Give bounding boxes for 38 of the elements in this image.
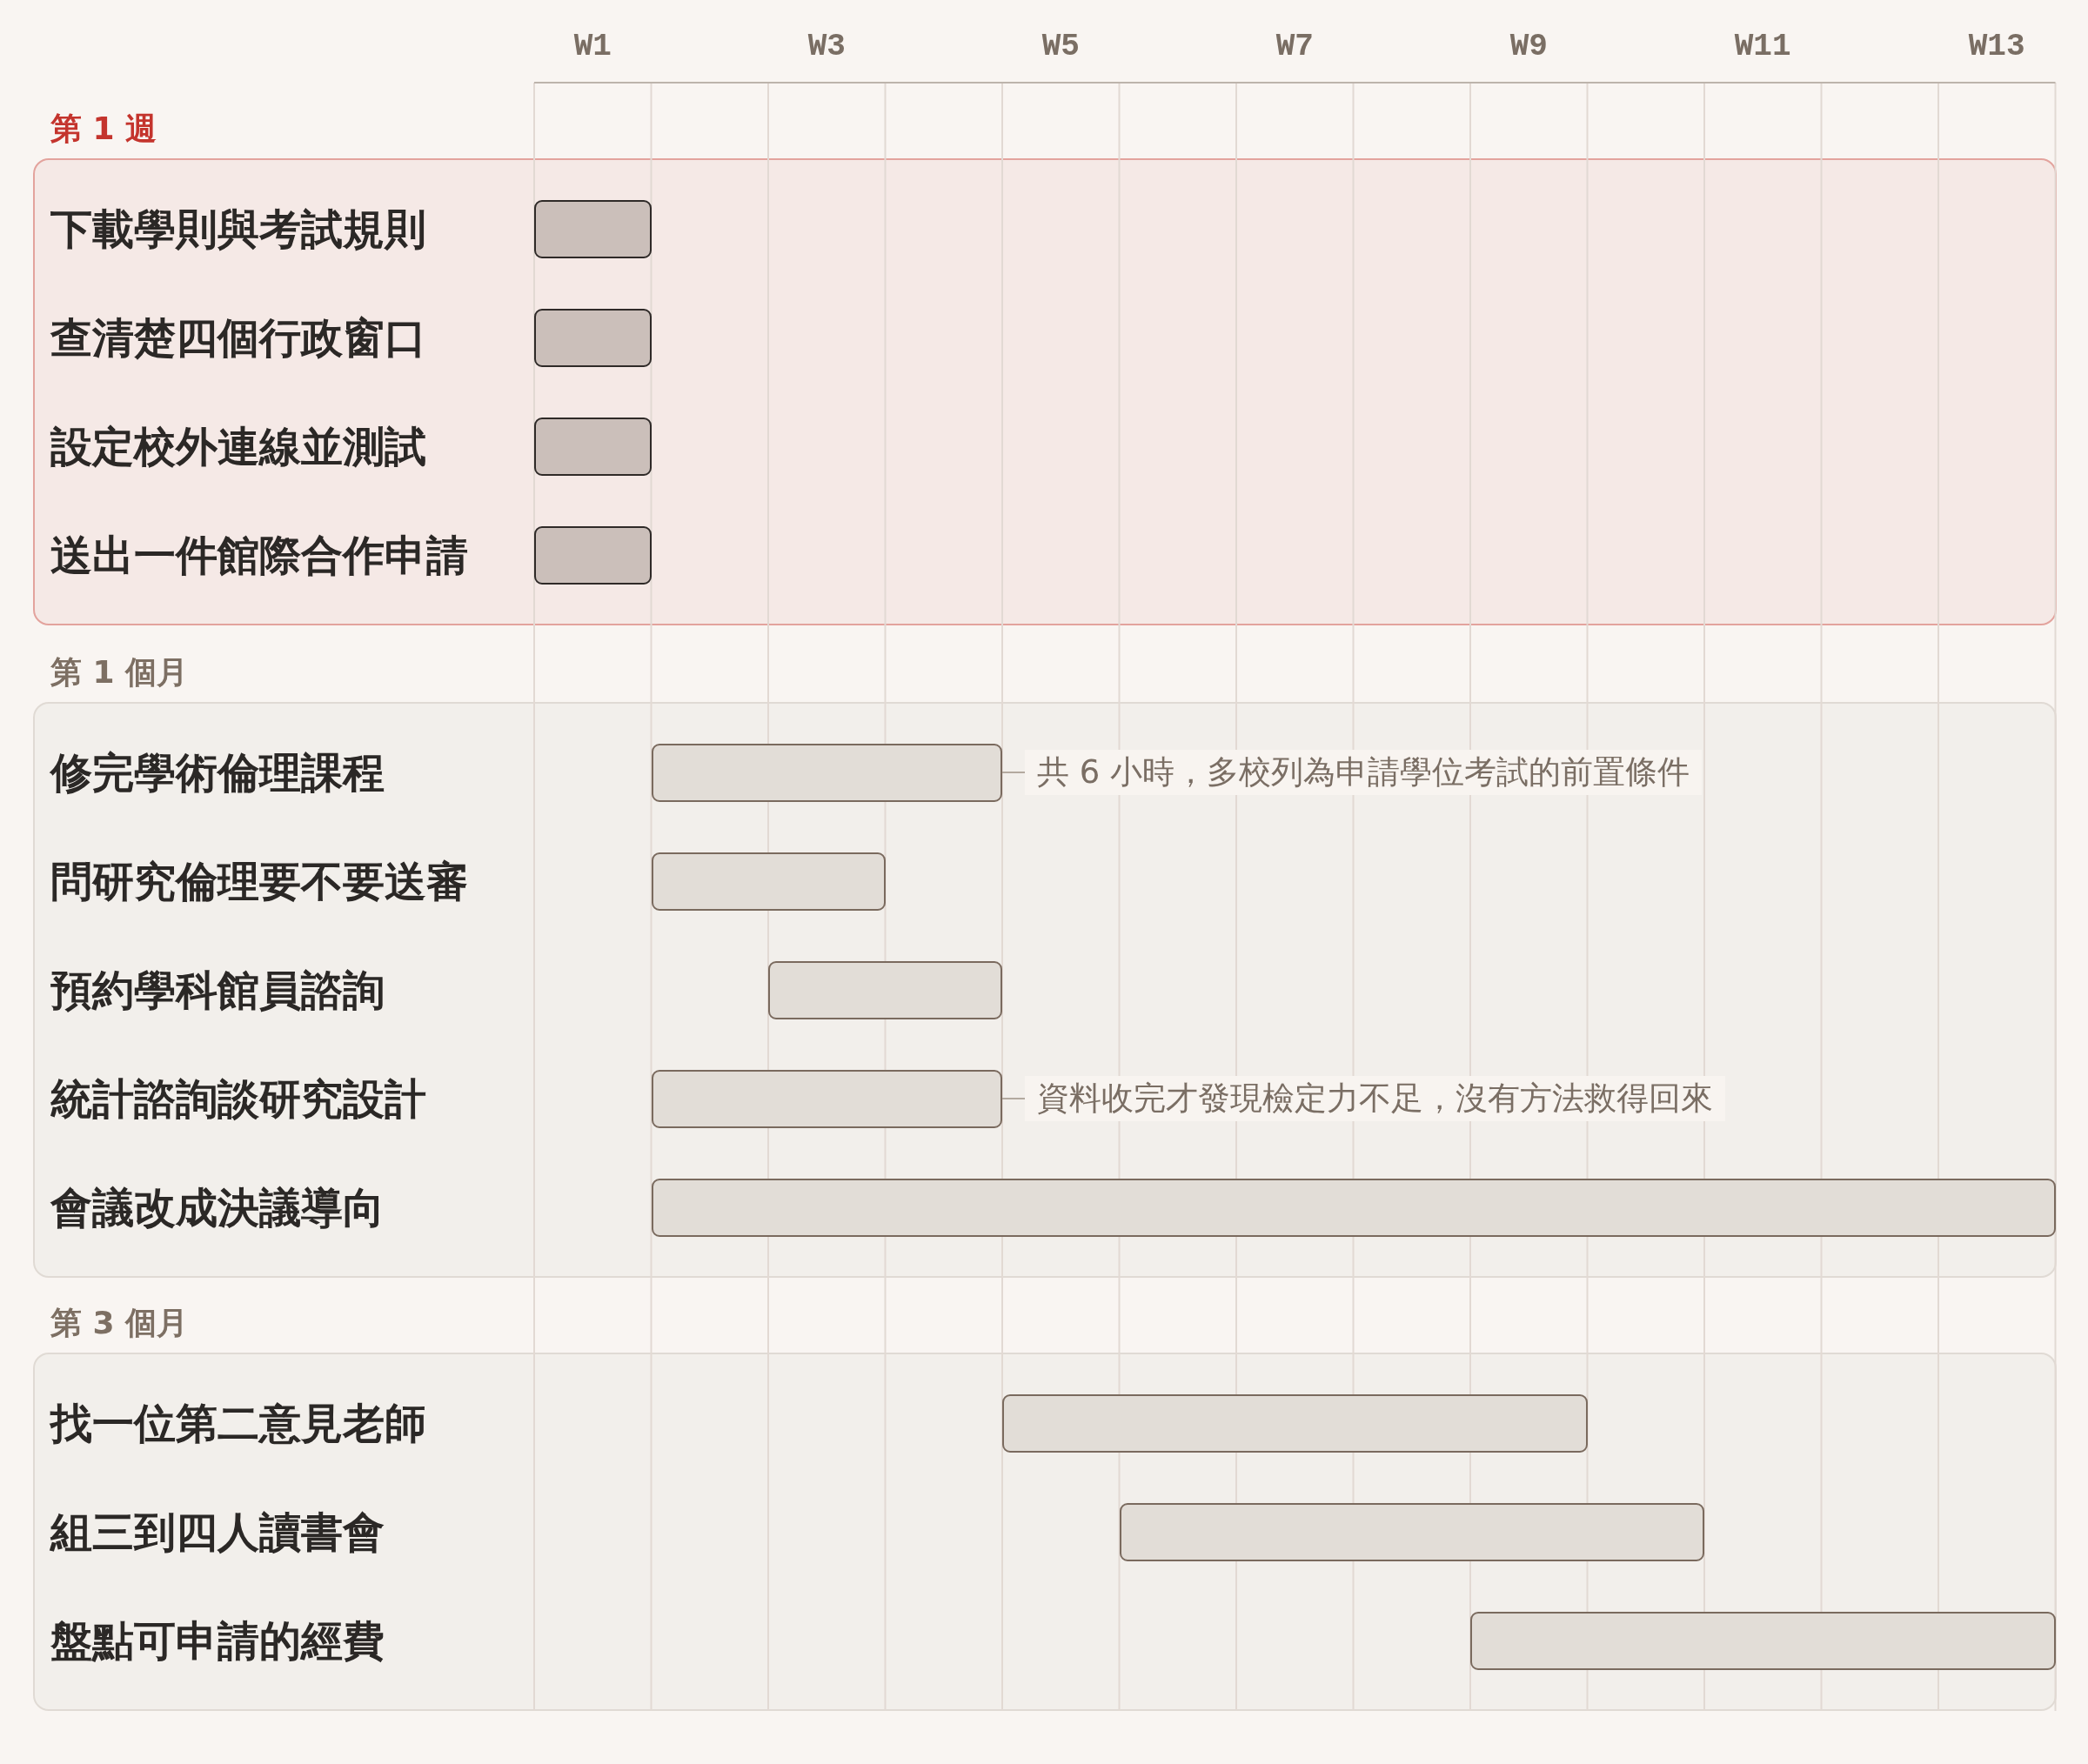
task-label: 查清楚四個行政窗口 bbox=[50, 312, 426, 364]
task-label: 統計諮詢談研究設計 bbox=[50, 1073, 426, 1125]
task-label: 設定校外連線並測試 bbox=[50, 421, 426, 472]
task-label: 預約學科館員諮詢 bbox=[50, 965, 385, 1016]
task-label: 修完學術倫理課程 bbox=[50, 747, 385, 798]
task-bar bbox=[651, 1069, 1002, 1128]
task-bar bbox=[534, 308, 652, 367]
task-bar bbox=[534, 199, 652, 258]
week-label: W5 bbox=[1041, 28, 1080, 66]
task-label: 送出一件館際合作申請 bbox=[50, 530, 468, 581]
task-label: 會議改成決議導向 bbox=[50, 1182, 385, 1233]
week-label: W11 bbox=[1734, 28, 1791, 66]
week-label: W3 bbox=[807, 28, 846, 66]
task-bar bbox=[1470, 1611, 2056, 1670]
leader-line bbox=[1001, 1098, 1026, 1099]
week-label: W1 bbox=[573, 28, 612, 66]
task-bar bbox=[1119, 1502, 1704, 1561]
task-bar bbox=[534, 417, 652, 476]
week-label: W7 bbox=[1275, 28, 1314, 66]
task-label: 盤點可申請的經費 bbox=[50, 1615, 385, 1667]
task-bar bbox=[651, 852, 886, 911]
annotation-note: 資料收完才發現檢定力不足，沒有方法救得回來 bbox=[1025, 1076, 1725, 1121]
task-bar bbox=[651, 1178, 2056, 1237]
task-bar bbox=[768, 960, 1002, 1019]
task-label: 組三到四人讀書會 bbox=[50, 1507, 385, 1558]
section-heading: 第 3 個月 bbox=[50, 1304, 189, 1342]
task-bar bbox=[1002, 1393, 1588, 1453]
annotation-note: 共 6 小時，多校列為申請學位考試的前置條件 bbox=[1025, 750, 1703, 795]
week-label: W13 bbox=[1968, 28, 2025, 66]
task-label: 找一位第二意見老師 bbox=[50, 1398, 426, 1449]
section-heading: 第 1 個月 bbox=[50, 653, 189, 692]
task-label: 下載學則與考試規則 bbox=[50, 204, 426, 255]
task-bar bbox=[651, 743, 1002, 802]
task-label: 問研究倫理要不要送審 bbox=[50, 856, 468, 907]
week-label: W9 bbox=[1509, 28, 1548, 66]
leader-line bbox=[1001, 772, 1026, 773]
section-heading: 第 1 週 bbox=[50, 110, 157, 148]
task-bar bbox=[534, 525, 652, 585]
